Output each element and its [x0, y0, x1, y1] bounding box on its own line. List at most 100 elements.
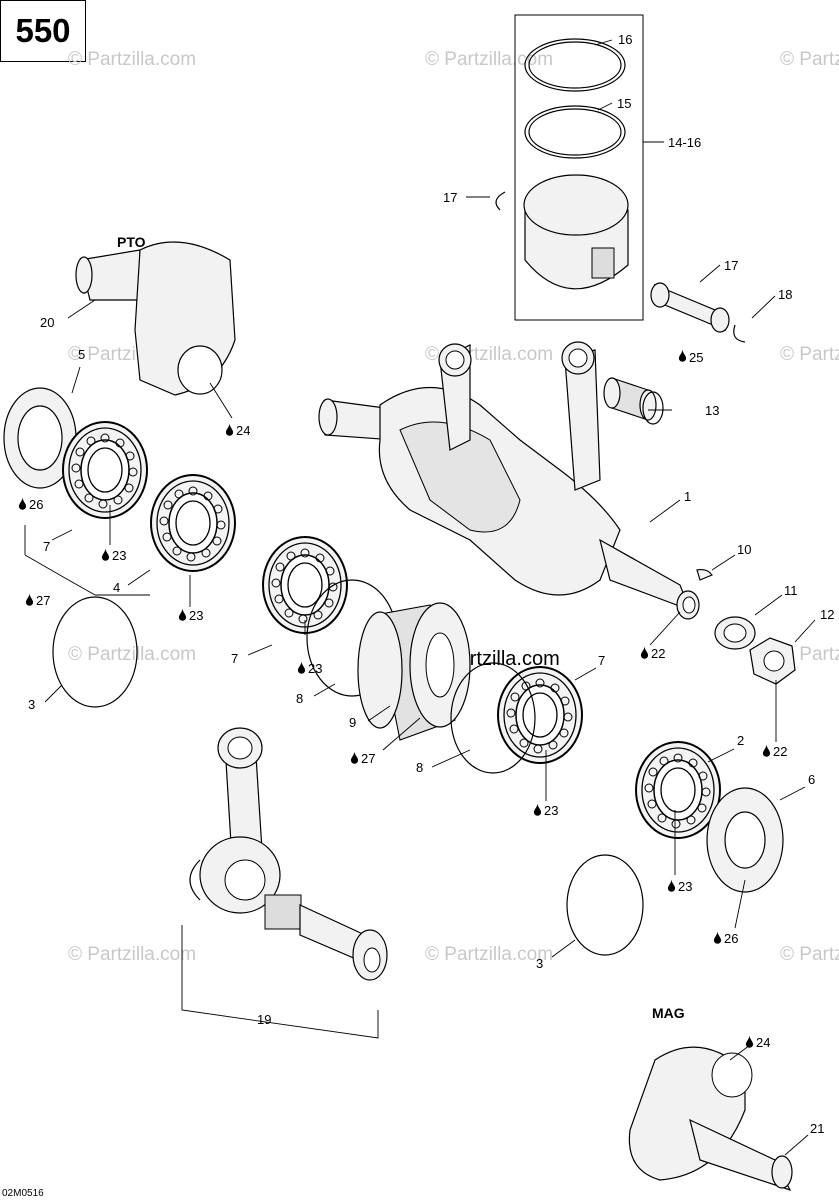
piston-pin[interactable]	[650, 282, 746, 343]
lubricant-drop-icon	[713, 931, 722, 944]
callout-label: 17	[443, 190, 457, 205]
callout-label: 3	[536, 956, 543, 971]
connecting-rod-kit[interactable]	[181, 727, 388, 1039]
needle-bearing-small[interactable]	[603, 377, 664, 425]
callout-label: 7	[231, 651, 238, 666]
o-ring-pto[interactable]	[52, 596, 138, 708]
lubricant-drop-icon	[297, 661, 306, 674]
ball-bearing-center-right[interactable]	[497, 666, 583, 764]
pto-crank-half[interactable]	[75, 241, 236, 396]
callout-label: 27	[361, 751, 375, 766]
piston-ring-top-inner	[528, 41, 622, 89]
callout-label: 13	[705, 403, 719, 418]
callout-label: 20	[40, 315, 54, 330]
ball-bearing-mag[interactable]	[635, 741, 721, 839]
callout-label: 26	[29, 497, 43, 512]
watermark: © Partzilla.com	[425, 944, 553, 965]
callout-label: 23	[189, 608, 203, 623]
piston-ring-top	[524, 38, 626, 92]
callout-label: 21	[810, 1121, 824, 1136]
callout-label: 14-16	[668, 135, 701, 150]
callout-label: 22	[651, 646, 665, 661]
callout-label: 22	[773, 744, 787, 759]
callout-label: 3	[28, 697, 35, 712]
callouts: 16 15 14-16 17 17 18 20 5 24 25 13 26 7 …	[28, 32, 834, 1136]
watermark: © Partzilla.com	[780, 344, 839, 365]
callout-label: 24	[236, 423, 250, 438]
callout-label: 23	[678, 879, 692, 894]
engine-code-box: 550	[0, 0, 86, 62]
lubricant-drop-icon	[18, 497, 27, 510]
lubricant-drop-icon	[101, 548, 110, 561]
drawing-code: 02M0516	[2, 1188, 44, 1199]
section-label-pto: PTO	[117, 234, 146, 250]
watermark: © Partzilla.com	[68, 944, 196, 965]
lubricant-drop-icon	[678, 349, 687, 362]
watermark: © Partzilla.com	[780, 644, 839, 665]
callout-label: 12	[820, 607, 834, 622]
mag-crank-half[interactable]	[628, 1046, 793, 1192]
callout-label: 10	[737, 542, 751, 557]
watermark: © Partzilla.com	[780, 944, 839, 965]
callout-label: 16	[618, 32, 632, 47]
lubricant-drop-icon	[25, 593, 34, 606]
lubricant-drop-icon	[178, 608, 187, 621]
piston-pin-boss	[591, 247, 615, 279]
leader-lines	[24, 39, 816, 1156]
callout-label: 18	[778, 287, 792, 302]
lubricant-drop-icon	[640, 646, 649, 659]
callout-label: 8	[416, 760, 423, 775]
watermark: © Partzilla.com	[68, 644, 196, 665]
watermark: © Partzilla.com	[68, 49, 196, 70]
crank-nut[interactable]	[749, 637, 796, 685]
callout-label: 23	[308, 661, 322, 676]
lubricant-drop-icon	[350, 751, 359, 764]
callout-label: 19	[257, 1012, 271, 1027]
kit-bracket	[181, 925, 379, 1039]
ball-bearing-pto-inner[interactable]	[150, 474, 236, 572]
callout-label: 23	[544, 803, 558, 818]
rod-needle-bearing	[264, 894, 302, 930]
piston-pin-clip	[733, 324, 746, 343]
callout-label: 2	[737, 733, 744, 748]
callout-label: 9	[349, 715, 356, 730]
rod-thrust-washer	[189, 859, 201, 901]
o-ring-mag[interactable]	[566, 854, 644, 956]
circlip-right	[450, 662, 536, 774]
callout-label: 5	[78, 347, 85, 362]
callout-label: 4	[113, 580, 120, 595]
callout-label: 25	[689, 350, 703, 365]
lubricant-drop-icon	[225, 423, 234, 436]
piston-crown	[523, 174, 629, 236]
piston-kit[interactable]	[495, 14, 644, 321]
callout-label: 27	[36, 593, 50, 608]
crank-key[interactable]	[696, 568, 713, 581]
callout-label: 15	[617, 96, 631, 111]
watermark: © Partzilla.com	[780, 49, 839, 70]
callout-label: 24	[756, 1035, 770, 1050]
callout-label: 8	[296, 691, 303, 706]
oil-seal-mag[interactable]	[706, 787, 784, 893]
center-bearing-housing[interactable]	[306, 579, 536, 774]
lubricant-drop-icon	[667, 879, 676, 892]
callout-label: 7	[598, 653, 605, 668]
callout-label: 11	[784, 583, 798, 598]
piston-ring-second-inner	[528, 108, 622, 156]
callout-label: 1	[684, 489, 691, 504]
section-label-mag: MAG	[652, 1005, 685, 1021]
callout-label: 17	[724, 258, 738, 273]
piston-circlip	[495, 191, 506, 211]
callout-label: 26	[724, 931, 738, 946]
lubricant-drop-icon	[762, 744, 771, 757]
lubricant-drop-icon	[533, 803, 542, 816]
callout-label: 6	[808, 772, 815, 787]
callout-label: 23	[112, 548, 126, 563]
crankshaft-assembly[interactable]	[318, 341, 700, 620]
ball-bearing-pto-outer[interactable]	[62, 421, 148, 519]
watermark: © Partzilla.com	[425, 49, 553, 70]
callout-label: 7	[43, 539, 50, 554]
piston-kit-box	[514, 14, 644, 321]
crank-washer[interactable]	[714, 616, 756, 650]
piston-ring-second	[524, 105, 626, 159]
